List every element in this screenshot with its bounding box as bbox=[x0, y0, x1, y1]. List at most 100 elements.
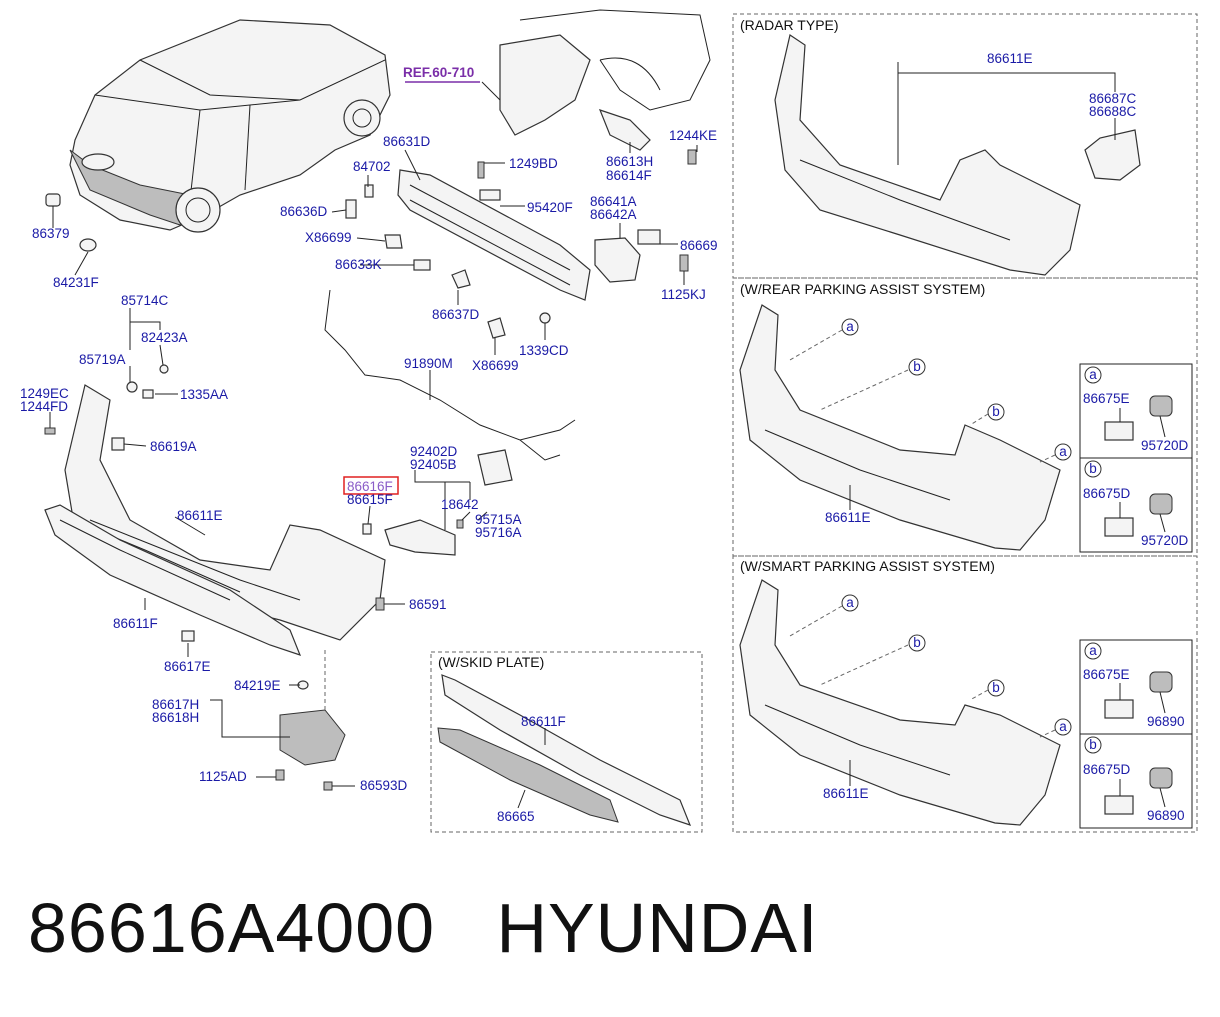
screw-18642 bbox=[456, 519, 464, 529]
section-title-radar: (RADAR TYPE) bbox=[740, 17, 839, 33]
part-label[interactable]: 95716A bbox=[475, 525, 522, 540]
bracket-86636D bbox=[345, 199, 357, 219]
part-label[interactable]: 86641A bbox=[590, 194, 637, 209]
nut-86593D bbox=[323, 781, 333, 791]
part-label[interactable]: 86675D bbox=[1083, 762, 1131, 777]
part-label[interactable]: 95420F bbox=[527, 200, 573, 215]
part-label[interactable]: 86669 bbox=[680, 238, 718, 253]
rear-beam-86631D bbox=[397, 169, 591, 301]
part-label[interactable]: 1244FD bbox=[20, 399, 68, 414]
part-label[interactable]: 86618H bbox=[152, 710, 199, 725]
plug-84231F bbox=[79, 238, 97, 252]
part-label[interactable]: 91890M bbox=[404, 356, 453, 371]
callout-letters: a b b a a b b a a b a b bbox=[846, 319, 1097, 752]
bolt-1125KJ bbox=[679, 254, 689, 272]
callout-b-box-rear bbox=[1084, 460, 1102, 478]
sensor-holder-86675D-smart bbox=[1104, 795, 1134, 815]
parts-diagram: a b b a a b b a a b a b bbox=[20, 9, 1198, 833]
skid-plate-frame bbox=[430, 651, 703, 833]
part-label[interactable]: 85719A bbox=[79, 352, 126, 367]
part-label[interactable]: 86379 bbox=[32, 226, 70, 241]
bolt-1244KE bbox=[687, 149, 697, 165]
callout-a-smart-2 bbox=[1054, 718, 1072, 736]
callout-letter: a bbox=[846, 595, 854, 610]
sensor-95720D-b bbox=[1149, 493, 1173, 515]
callout-a-box-rear bbox=[1084, 366, 1102, 384]
part-label[interactable]: 86633K bbox=[335, 257, 382, 272]
part-label[interactable]: X86699 bbox=[472, 358, 519, 373]
part-label[interactable]: 86665 bbox=[497, 809, 535, 824]
rear-parking-bumper-86611E bbox=[739, 304, 1061, 551]
part-label[interactable]: 84219E bbox=[234, 678, 281, 693]
plug-86379 bbox=[45, 193, 61, 207]
part-label[interactable]: 86675E bbox=[1083, 667, 1130, 682]
part-label[interactable]: 86631D bbox=[383, 134, 431, 149]
part-label[interactable]: 84702 bbox=[353, 159, 391, 174]
part-label[interactable]: 86593D bbox=[360, 778, 408, 793]
part-label[interactable]: X86699 bbox=[305, 230, 352, 245]
part-label[interactable]: 1335AA bbox=[180, 387, 228, 402]
part-label[interactable]: 86614F bbox=[606, 168, 652, 183]
part-label[interactable]: 95720D bbox=[1141, 533, 1189, 548]
part-label[interactable]: 86617H bbox=[152, 697, 199, 712]
part-label[interactable]: 86611E bbox=[825, 510, 871, 525]
part-label[interactable]: 96890 bbox=[1147, 714, 1185, 729]
caption: 86616A4000 HYUNDAI bbox=[28, 888, 818, 968]
part-label[interactable]: 1249BD bbox=[509, 156, 558, 171]
bracket-86641A bbox=[594, 237, 641, 283]
part-label[interactable]: 85714C bbox=[121, 293, 169, 308]
highlighted-part-label[interactable]: 86616F bbox=[347, 479, 393, 494]
callout-letter: b bbox=[992, 680, 1000, 695]
smart-parking-bumper-86611E bbox=[739, 579, 1061, 826]
part-label[interactable]: 86611F bbox=[521, 714, 566, 729]
section-title-smart-parking: (W/SMART PARKING ASSIST SYSTEM) bbox=[740, 558, 995, 574]
part-label[interactable]: 96890 bbox=[1147, 808, 1185, 823]
part-label[interactable]: 86611F bbox=[113, 616, 158, 631]
part-label[interactable]: 86615F bbox=[347, 492, 393, 507]
skid-plate-86665 bbox=[437, 727, 619, 823]
screw-86591 bbox=[375, 597, 385, 611]
part-label[interactable]: 86613H bbox=[606, 154, 653, 169]
part-label[interactable]: 86642A bbox=[590, 207, 637, 222]
part-label[interactable]: 95720D bbox=[1141, 438, 1189, 453]
part-label[interactable]: 84231F bbox=[53, 275, 99, 290]
sensor-holder-86675D bbox=[1104, 517, 1134, 537]
callout-letter: b bbox=[913, 635, 921, 650]
part-label[interactable]: 1244KE bbox=[669, 128, 717, 143]
sensor-95720D bbox=[1149, 395, 1173, 417]
body-panel-reference bbox=[499, 9, 711, 136]
rear-bumper-lower-86611F bbox=[44, 504, 302, 656]
part-label[interactable]: 1249EC bbox=[20, 386, 69, 401]
part-label[interactable]: 1339CD bbox=[519, 343, 569, 358]
part-label[interactable]: 86591 bbox=[409, 597, 447, 612]
part-label[interactable]: 86636D bbox=[280, 204, 328, 219]
caption-part-number: 86616A4000 bbox=[28, 889, 436, 967]
part-label[interactable]: 1125KJ bbox=[661, 287, 706, 302]
callout-b-smart-1 bbox=[908, 634, 926, 652]
part-label[interactable]: 86675E bbox=[1083, 391, 1130, 406]
part-label[interactable]: 86688C bbox=[1089, 104, 1137, 119]
part-label[interactable]: 86675D bbox=[1083, 486, 1131, 501]
part-label[interactable]: 86611E bbox=[823, 786, 869, 801]
radar-bumper-86611E bbox=[774, 34, 1081, 276]
part-label[interactable]: 86611E bbox=[177, 508, 223, 523]
part-labels: 86379 84231F 85714C 82423A 85719A 1335AA… bbox=[20, 51, 1189, 824]
part-label[interactable]: 86637D bbox=[432, 307, 480, 322]
part-label[interactable]: 86611E bbox=[987, 51, 1033, 66]
part-label[interactable]: 86617E bbox=[164, 659, 211, 674]
callout-b-rear-1 bbox=[908, 358, 926, 376]
part-label[interactable]: 1125AD bbox=[199, 769, 247, 784]
part-label[interactable]: 18642 bbox=[441, 497, 479, 512]
part-label[interactable]: 92402D bbox=[410, 444, 458, 459]
part-label[interactable]: 82423A bbox=[141, 330, 188, 345]
sensor-holder-86675E-smart bbox=[1104, 699, 1134, 719]
reference-link[interactable]: REF.60-710 bbox=[403, 65, 474, 80]
part-label[interactable]: 86687C bbox=[1089, 91, 1137, 106]
part-label[interactable]: 92405B bbox=[410, 457, 457, 472]
part-label[interactable]: 95715A bbox=[475, 512, 522, 527]
callout-b-box-smart bbox=[1084, 736, 1102, 754]
part-label[interactable]: 86619A bbox=[150, 439, 197, 454]
clip-1335AA bbox=[142, 389, 154, 399]
screw-1249EC bbox=[44, 427, 56, 435]
callout-circles bbox=[841, 318, 1102, 754]
